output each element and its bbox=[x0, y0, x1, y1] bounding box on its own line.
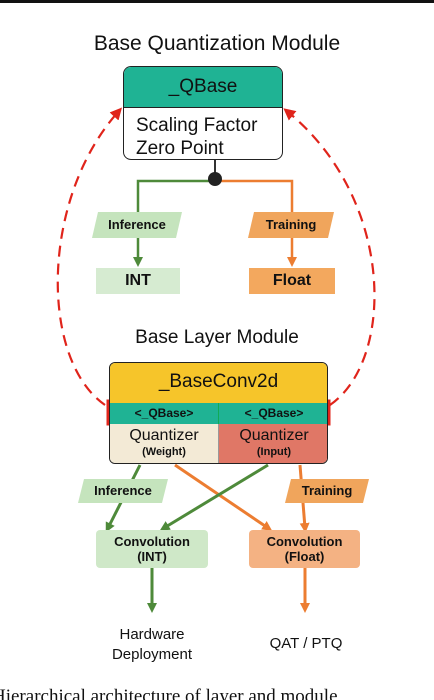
float-result: Float bbox=[249, 268, 335, 294]
quantizer-weight: Quantizer (Weight) bbox=[110, 424, 219, 463]
training-tag-bottom: Training bbox=[301, 483, 353, 498]
zero-point-label: Zero Point bbox=[136, 138, 224, 159]
deployment-line: Deployment bbox=[111, 646, 193, 663]
inference-tag-top: Inference bbox=[108, 217, 166, 232]
int-result: INT bbox=[96, 268, 180, 294]
junction-dot bbox=[208, 172, 222, 186]
training-tag-top-shape bbox=[248, 212, 334, 238]
baseconv2d-box: _BaseConv2d <_QBase> <_QBase> Quantizer … bbox=[109, 362, 328, 464]
qbase-box: _QBase Scaling Factor Zero Point bbox=[123, 66, 283, 160]
scaling-factor-label: Scaling Factor bbox=[136, 115, 258, 136]
qbase-sub-right: <_QBase> bbox=[219, 403, 327, 424]
hardware-line: Hardware bbox=[119, 626, 185, 643]
baseconv2d-header: _BaseConv2d bbox=[110, 363, 327, 403]
quantizer-input: Quantizer (Input) bbox=[219, 424, 327, 463]
quantizer-input-sub: (Input) bbox=[256, 446, 292, 458]
qat-ptq-label: QAT / PTQ bbox=[269, 635, 343, 652]
training-tag-top: Training bbox=[265, 217, 317, 232]
caption-clip: Hierarchical architecture of layer and m… bbox=[0, 684, 434, 700]
inference-tag-bottom: Inference bbox=[94, 483, 152, 498]
figure-caption: Hierarchical architecture of layer and m… bbox=[0, 686, 338, 700]
inference-tag-top-shape bbox=[92, 212, 182, 238]
weight-to-float-arrow bbox=[174, 463, 273, 531]
convolution-float-box: Convolution (Float) bbox=[249, 530, 360, 568]
hardware-deployment-label: Hardware Deployment bbox=[92, 625, 212, 665]
quantizer-weight-label: Quantizer bbox=[129, 427, 199, 444]
top-rule bbox=[0, 0, 434, 3]
quantizer-weight-sub: (Weight) bbox=[142, 446, 186, 458]
inference-tag-bottom-shape bbox=[78, 479, 168, 503]
convolution-float-label: Convolution bbox=[266, 534, 343, 549]
base-layer-module-title: Base Layer Module bbox=[135, 327, 299, 348]
convolution-int-sub: (INT) bbox=[137, 549, 167, 564]
qbase-sub-left: <_QBase> bbox=[110, 403, 219, 424]
convolution-int-label: Convolution bbox=[114, 534, 190, 549]
training-tag-bottom-shape bbox=[285, 479, 369, 503]
inherit-arrow-left bbox=[56, 107, 122, 406]
qbase-header: _QBase bbox=[124, 67, 282, 108]
convolution-int-box: Convolution (INT) bbox=[96, 530, 208, 568]
qbase-body: Scaling Factor Zero Point bbox=[124, 108, 282, 159]
inherit-arrow-right bbox=[283, 108, 376, 406]
quantizer-input-label: Quantizer bbox=[239, 427, 309, 444]
convolution-float-sub: (Float) bbox=[284, 549, 325, 564]
input-to-int-arrow bbox=[159, 463, 269, 531]
base-quantization-module-title: Base Quantization Module bbox=[93, 32, 341, 55]
